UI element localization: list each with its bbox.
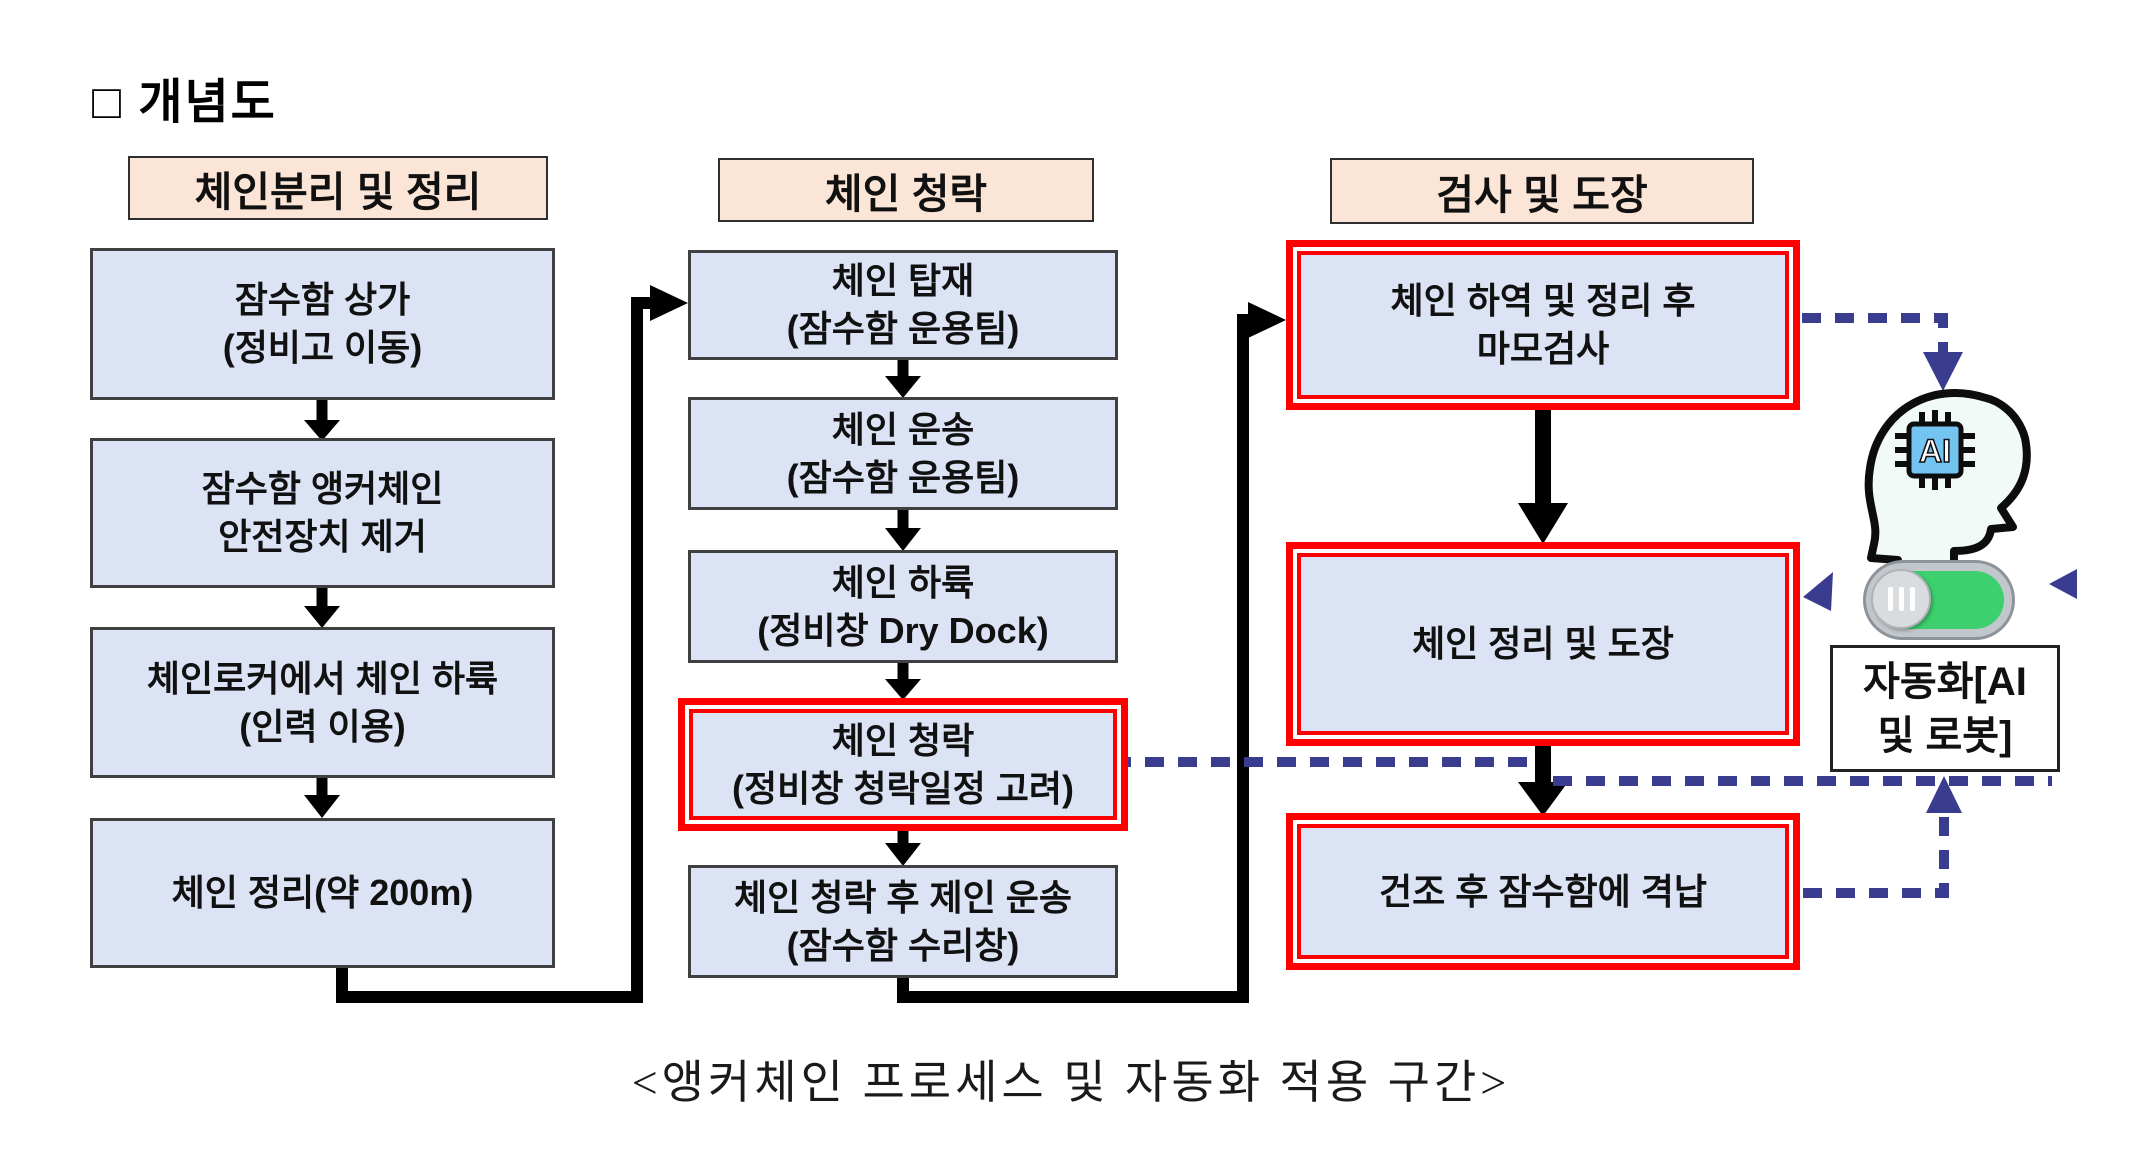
header-inspection-painting: 검사 및 도장 xyxy=(1330,158,1754,224)
ai-chip-label: AI xyxy=(1919,433,1951,469)
flow-box-chain-loading: 체인 탑재 (잠수함 운용팀) xyxy=(688,250,1118,360)
flow-box-safety-device-removal: 잠수함 앵커체인 안전장치 제거 xyxy=(90,438,555,588)
figure-caption: <앵커체인 프로세스 및 자동화 적용 구간> xyxy=(631,1057,1511,1108)
flow-box-chain-cleaning-highlighted: 체인 청락 (정비창 청락일정 고려) xyxy=(678,698,1128,831)
dotted-link-wear-inspection xyxy=(1802,313,1948,352)
dotted-link-stowage xyxy=(1803,814,1949,898)
header-chain-separation: 체인분리 및 정리 xyxy=(128,156,548,220)
flow-box-chain-transport: 체인 운송 (잠수함 운용팀) xyxy=(688,397,1118,510)
flow-box-wear-inspection-highlighted: 체인 하역 및 정리 후 마모검사 xyxy=(1286,240,1800,410)
flow-arrows-col1 xyxy=(304,400,340,818)
ai-head-icon: AI xyxy=(1864,389,2031,580)
flow-arrows-col2 xyxy=(885,360,921,866)
automation-toggle-icon xyxy=(1863,560,2015,640)
automation-dotted-links xyxy=(1112,313,2052,898)
flow-box-submarine-docking: 잠수함 상가 (정비고 이동) xyxy=(90,248,555,400)
page-title: □ 개념도 xyxy=(92,76,277,129)
flow-box-arrangement-painting-highlighted: 체인 정리 및 도장 xyxy=(1286,542,1800,746)
flow-box-stowage-highlighted: 건조 후 잠수함에 격납 xyxy=(1286,813,1800,970)
header-chain-cleaning: 체인 청락 xyxy=(718,158,1094,222)
arrowhead-into-automation-label xyxy=(1926,776,1962,813)
elbow-connector-col1-col2 xyxy=(336,285,688,1003)
automation-label: 자동화[AI 및 로봇] xyxy=(1830,645,2060,772)
flow-box-chain-arrangement-200m: 체인 정리(약 200m) xyxy=(90,818,555,968)
arrowhead-into-paint-box xyxy=(1803,572,1833,611)
automation-dotted-arrowheads xyxy=(1803,352,2077,813)
arrowhead-into-toggle xyxy=(2049,569,2077,599)
elbow-connector-col2-col3 xyxy=(897,302,1286,1003)
flow-arrows-col3 xyxy=(1518,410,1568,816)
toggle-knob xyxy=(1871,569,1931,629)
flow-box-chain-locker-unloading: 체인로커에서 체인 하륙 (인력 이용) xyxy=(90,627,555,778)
flow-box-post-cleaning-transport: 체인 청락 후 제인 운송 (잠수함 수리창) xyxy=(688,865,1118,978)
flow-box-chain-drydock-unloading: 체인 하륙 (정비창 Dry Dock) xyxy=(688,550,1118,663)
arrowhead-into-ai-icon xyxy=(1923,352,1963,391)
